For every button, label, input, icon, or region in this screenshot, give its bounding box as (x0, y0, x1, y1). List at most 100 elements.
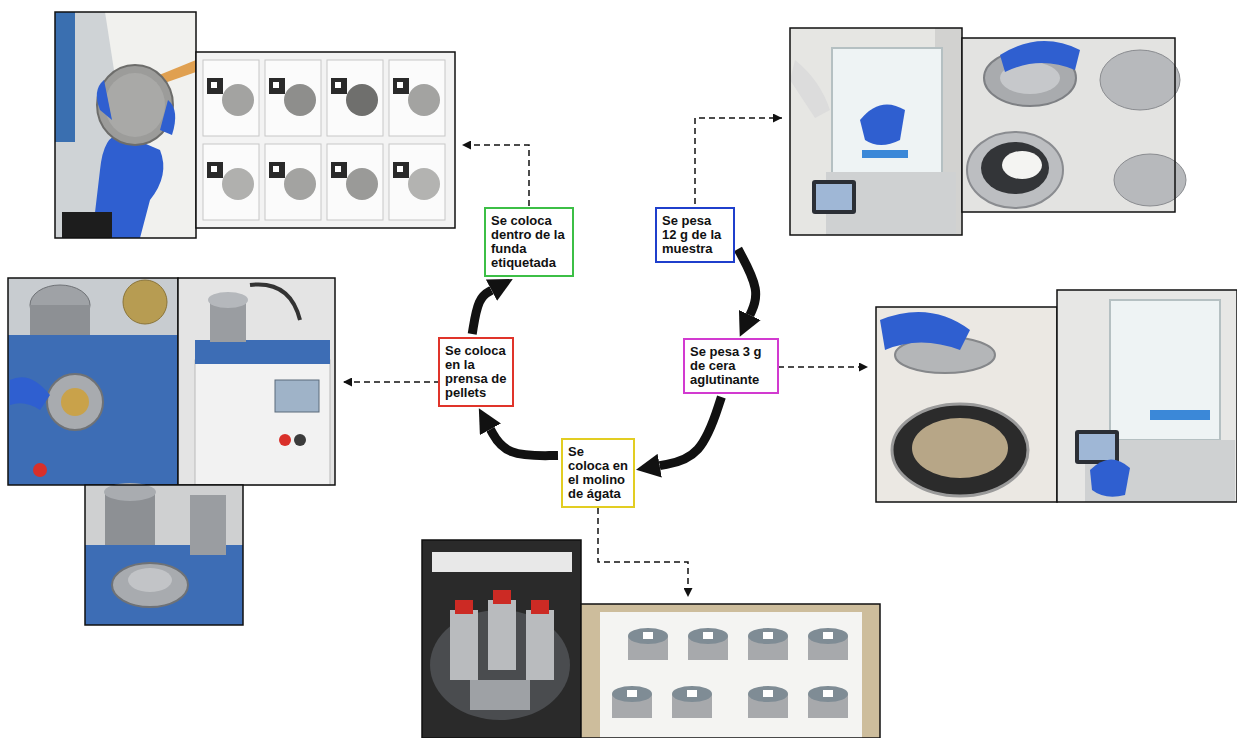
step-text: Se pesa 3 g de cera aglutinante (690, 345, 772, 387)
step-text: Se coloca en el molino de ágata (568, 445, 628, 501)
photo-press-machine-part (279, 434, 291, 446)
photo-mill-interior-part (470, 680, 530, 710)
photo-balance-sample-part (832, 48, 942, 176)
photo-labelled-bags-part (346, 168, 378, 200)
photo-balance-wax-part (1075, 430, 1119, 464)
photo-pellet-press-part (10, 377, 50, 410)
photo-sealed-jars-part (581, 604, 880, 738)
photo-jar-with-wax-part (892, 404, 1028, 496)
photo-sealed-jars (581, 604, 880, 738)
photo-labelled-bags-part (327, 60, 383, 136)
photo-sealed-jars-part (581, 604, 880, 738)
photo-labelled-bags-part (207, 162, 223, 178)
photo-pellet-press-part (47, 374, 103, 430)
photo-press-machine-part (178, 278, 335, 485)
photo-pellet-hand-part (105, 73, 165, 137)
photo-labelled-bags-part (265, 60, 321, 136)
photo-agate-jars-part (1002, 151, 1042, 179)
photo-pellet-hand-part (55, 12, 75, 142)
photo-press-closeup-part (85, 485, 243, 625)
flow-arrow (490, 429, 558, 455)
process-box: Se coloca dentro de la funda etiquetada (484, 207, 574, 277)
photo-mill-interior-part (526, 610, 554, 680)
photo-agate-jars-part (1100, 50, 1180, 110)
photo-labelled-bags-part (331, 162, 347, 178)
photo-balance-wax-part (1079, 434, 1115, 460)
photo-labelled-bags-part (335, 166, 341, 172)
photo-mill-interior-part (488, 600, 516, 670)
photo-labelled-bags-part (273, 82, 279, 88)
photo-agate-jars-part (962, 38, 1175, 212)
photo-balance-sample-part (862, 150, 908, 158)
process-box: Se pesa 3 g de cera aglutinante (683, 338, 779, 394)
photo-labelled-bags-part (284, 84, 316, 116)
photo-pellet-press-part (8, 278, 178, 485)
photo-balance-wax-part (1090, 459, 1130, 496)
photo-labelled-bags-part (269, 78, 285, 94)
step-text: Se coloca en la prensa de pellets (445, 344, 507, 400)
photo-labelled-bags-part (335, 82, 341, 88)
photo-balance-sample (790, 28, 962, 235)
photo-sealed-jars-part (612, 686, 652, 702)
photo-press-machine-part (195, 340, 330, 364)
photo-labelled-bags-part (211, 82, 217, 88)
leader-line (343, 381, 450, 383)
photo-labelled-bags-part (331, 78, 347, 94)
photo-pellet-press-part (8, 278, 178, 485)
photo-labelled-bags-part (273, 166, 279, 172)
photo-press-closeup-part (190, 495, 226, 555)
photo-press-machine-part (208, 292, 248, 308)
photo-press-machine-part (294, 434, 306, 446)
leader-line (598, 498, 688, 597)
photo-labelled-bags-part (222, 168, 254, 200)
step-text: Se coloca dentro de la funda etiquetada (491, 214, 567, 270)
photo-balance-wax-part (1110, 300, 1220, 440)
photo-labelled-bags-part (222, 84, 254, 116)
photo-jar-with-wax-part (876, 307, 1057, 502)
photo-labelled-bags-part (393, 162, 409, 178)
photo-sealed-jars-part (763, 690, 773, 697)
photo-labelled-bags-part (284, 168, 316, 200)
leader-line (462, 145, 529, 216)
process-box: Se coloca en el molino de ágata (561, 438, 635, 508)
photo-balance-sample-part (816, 184, 852, 210)
photo-sealed-jars-part (628, 628, 668, 644)
photo-pellet-hand (55, 12, 196, 238)
photo-labelled-bags-part (211, 166, 217, 172)
photo-pellet-hand-part (160, 100, 175, 135)
photo-pellet-press-part (30, 305, 90, 335)
process-box: Se pesa 12 g de la muestra (655, 207, 735, 263)
photo-mill-interior-part (422, 540, 581, 738)
photo-mill-interior-part (422, 540, 581, 738)
photo-sealed-jars-part (823, 690, 833, 697)
photo-labelled-bags-part (196, 52, 455, 228)
photo-pellet-press-part (61, 388, 89, 416)
photo-jar-with-wax-part (912, 418, 1008, 478)
photo-balance-sample-part (790, 28, 962, 235)
photo-press-closeup-part (85, 485, 243, 625)
photo-balance-wax (1057, 290, 1237, 502)
photo-labelled-bags-part (389, 144, 445, 220)
photo-press-closeup-part (112, 563, 188, 607)
photo-jar-with-wax (876, 307, 1057, 502)
photo-press-machine (178, 278, 335, 485)
photo-press-machine-part (250, 284, 300, 320)
photo-balance-wax-part (1150, 410, 1210, 420)
photo-labelled-bags-part (196, 52, 455, 228)
photo-mill-interior-part (450, 610, 478, 680)
photo-labelled-bags-part (203, 144, 259, 220)
photo-mill-interior-part (432, 552, 572, 572)
photo-labelled-bags-part (393, 78, 409, 94)
photo-pellet-hand-part (97, 80, 112, 120)
photo-balance-sample-part (790, 28, 962, 235)
photo-balance-sample-part (790, 60, 830, 118)
photo-pellet-press-part (33, 463, 47, 477)
flow-arrow (472, 290, 491, 334)
photo-pellet-hand-part (62, 212, 112, 238)
photo-labelled-bags-part (203, 60, 259, 136)
photo-sealed-jars-part (643, 632, 653, 639)
